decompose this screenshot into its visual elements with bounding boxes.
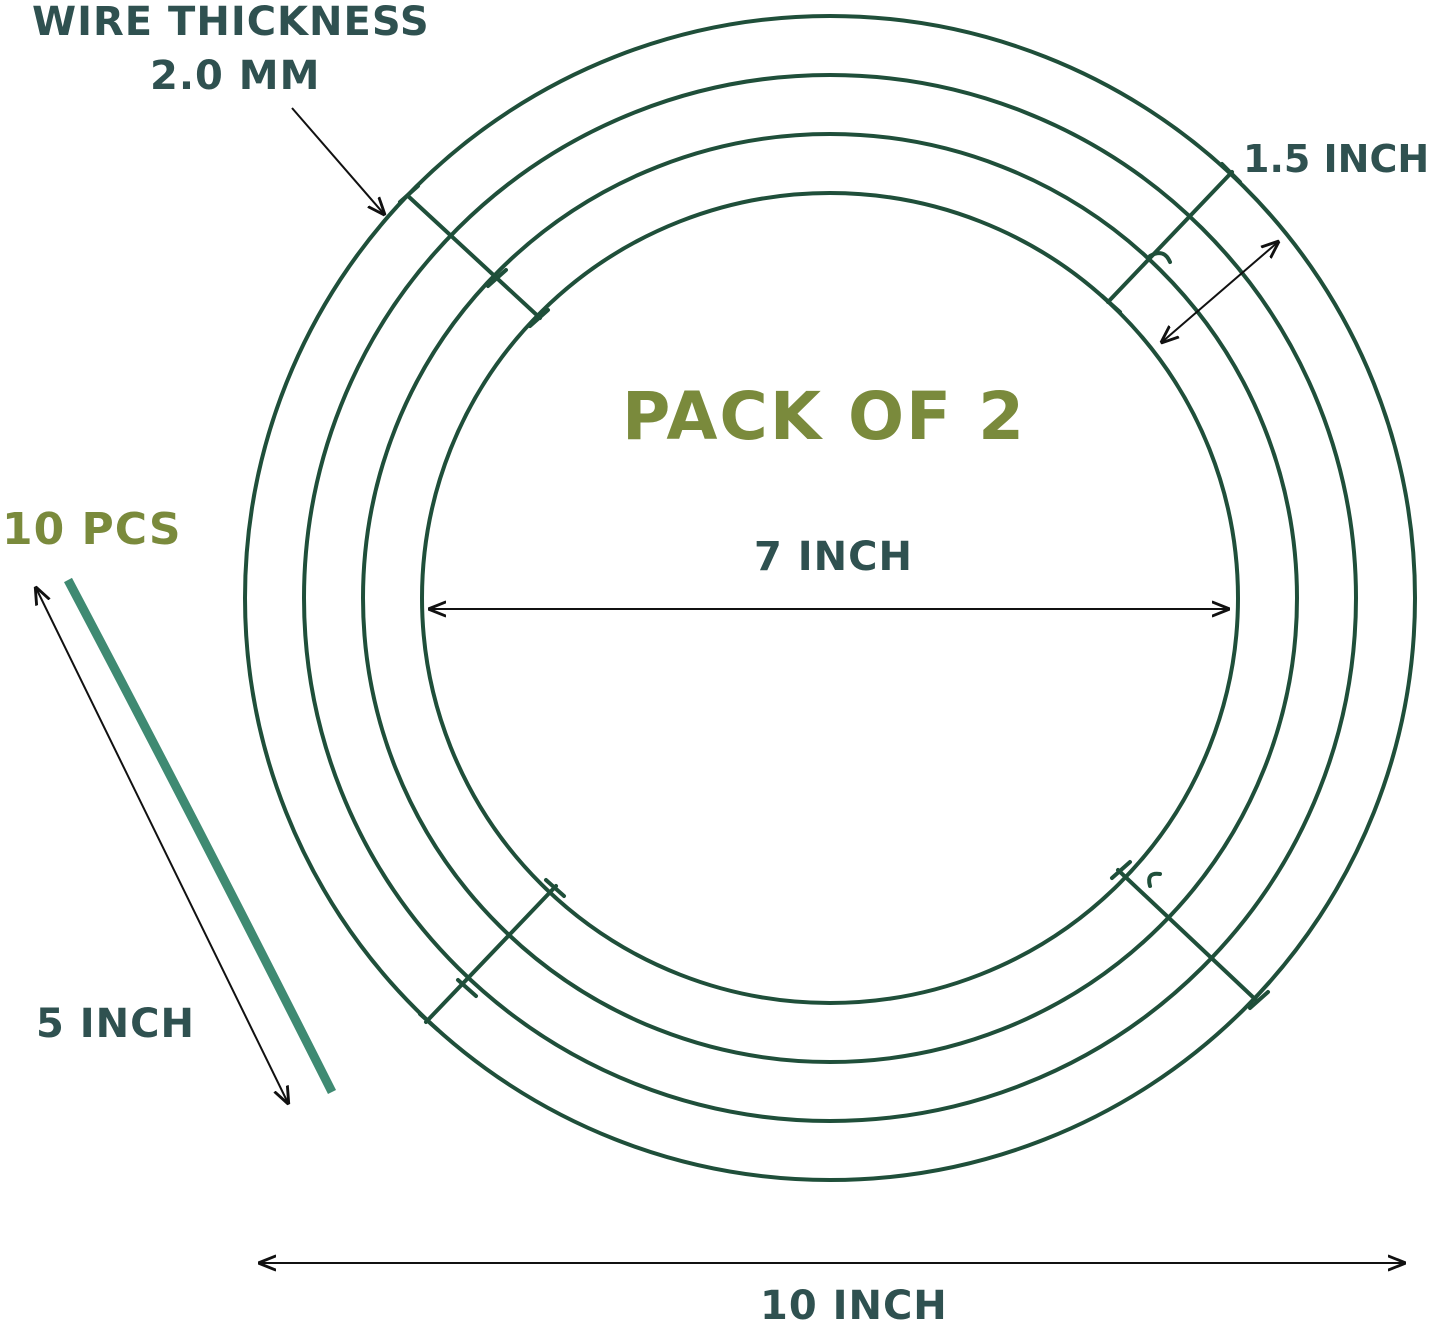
tie-length-arrow xyxy=(36,588,288,1103)
ring-inner xyxy=(420,191,1240,1005)
strut-bottom-right xyxy=(1110,860,1270,1010)
ring-spacing-arrow xyxy=(1162,242,1278,342)
inner-diameter-label: 7 INCH xyxy=(754,534,913,580)
ring-third xyxy=(361,132,1299,1064)
wire-thickness-pointer-arrow xyxy=(291,107,384,214)
outer-diameter-label: 10 INCH xyxy=(760,1283,948,1326)
wire-rings xyxy=(243,14,1417,1182)
tie-length-label: 5 INCH xyxy=(36,1001,195,1047)
ring-spacing-label: 1.5 INCH xyxy=(1243,137,1430,181)
cross-struts xyxy=(398,162,1270,1032)
dimension-arrows xyxy=(36,107,1404,1263)
wire-thickness-value: 2.0 MM xyxy=(150,53,321,99)
strut-top-left xyxy=(398,184,550,328)
wire-thickness-title: WIRE THICKNESS xyxy=(32,0,430,45)
ties-count-label: 10 PCS xyxy=(2,504,182,555)
pack-label: PACK OF 2 xyxy=(622,378,1027,455)
ring-second xyxy=(302,73,1358,1123)
twist-tie xyxy=(64,577,337,1095)
strut-bottom-left xyxy=(418,878,566,1032)
